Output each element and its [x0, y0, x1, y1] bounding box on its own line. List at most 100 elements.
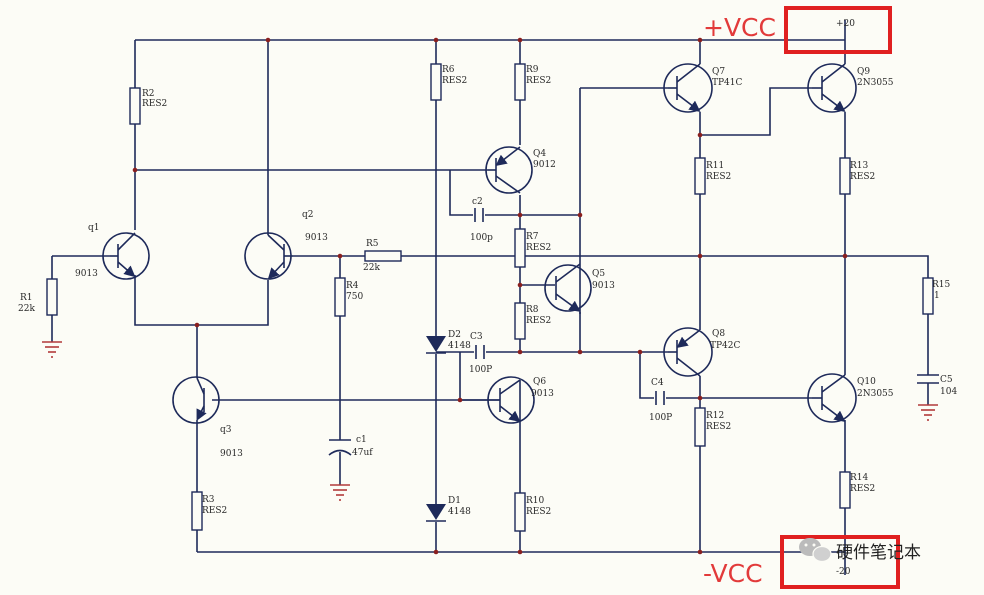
- q2-ref: q2: [302, 210, 314, 220]
- vcc-pos-label: +VCC: [703, 13, 776, 42]
- d2-value: 4148: [448, 341, 471, 351]
- q4-value: 9012: [533, 160, 556, 170]
- capacitor-c1: [328, 439, 352, 456]
- r5-ref: R5: [366, 239, 379, 249]
- q3-value: 9013: [220, 449, 243, 459]
- diode-d2: [426, 336, 446, 354]
- c3-ref: C3: [470, 332, 483, 342]
- wechat-icon: [799, 538, 832, 563]
- r3-value: RES2: [202, 506, 227, 516]
- r2-ref: R2: [142, 89, 155, 99]
- r13-ref: R13: [850, 161, 869, 171]
- resistor-r8: [514, 302, 526, 340]
- transistor-q7: [663, 63, 713, 113]
- resistor-r5: [364, 250, 402, 262]
- rail-neg-value: -20: [836, 567, 851, 577]
- resistor-r6: [430, 63, 442, 101]
- r7-value: RES2: [526, 243, 551, 253]
- r12-ref: R12: [706, 411, 724, 421]
- resistor-r12: [694, 407, 706, 447]
- r10-ref: R10: [526, 496, 545, 506]
- r3-ref: R3: [202, 495, 215, 505]
- c1-value: 47uf: [352, 448, 373, 458]
- q8-ref: Q8: [712, 329, 725, 339]
- transistor-q4: [485, 146, 533, 194]
- capacitor-c4: [655, 391, 665, 405]
- transistor-q10: [807, 373, 857, 423]
- resistor-r13: [839, 157, 851, 195]
- resistor-r7: [514, 228, 526, 268]
- q8-value: TP42C: [710, 341, 741, 351]
- q7-value: TP41C: [712, 78, 743, 88]
- component-labels: R1 22k R2 RES2 R3 RES2 R4 750 R5 22k R6 …: [18, 65, 957, 517]
- r8-ref: R8: [526, 305, 539, 315]
- vcc-pos-highlight-box: [784, 6, 892, 54]
- r6-value: RES2: [442, 76, 467, 86]
- r4-ref: R4: [346, 281, 359, 291]
- diode-d1: [426, 504, 446, 522]
- vcc-neg-label: -VCC: [703, 559, 763, 588]
- wires: [51, 20, 929, 575]
- capacitor-c3: [475, 345, 485, 359]
- resistor-r2: [129, 87, 141, 125]
- ground-c5: [918, 404, 938, 421]
- resistor-r15: [922, 277, 934, 315]
- transistor-q5: [544, 263, 592, 312]
- d1-value: 4148: [448, 507, 471, 517]
- q4-ref: Q4: [533, 149, 546, 159]
- r9-value: RES2: [526, 76, 551, 86]
- r1-ref: R1: [20, 293, 33, 303]
- q1-ref: q1: [88, 223, 100, 233]
- transistor-q9: [807, 63, 857, 113]
- capacitor-c2: [474, 208, 484, 222]
- r4-value: 750: [346, 292, 363, 302]
- transistor-q3: [172, 376, 220, 424]
- transistor-q6: [487, 376, 535, 424]
- q10-ref: Q10: [857, 377, 876, 387]
- resistor-r3: [191, 491, 203, 531]
- r9-ref: R9: [526, 65, 539, 75]
- rail-pos-value: +20: [836, 19, 855, 29]
- c5-value: 104: [940, 387, 957, 397]
- r8-value: RES2: [526, 316, 551, 326]
- d1-ref: D1: [448, 496, 461, 506]
- r11-ref: R11: [706, 161, 724, 171]
- r1-value: 22k: [18, 304, 35, 314]
- q6-value: 9013: [531, 389, 554, 399]
- d2-ref: D2: [448, 330, 461, 340]
- r10-value: RES2: [526, 507, 551, 517]
- power-rails: +20 -20 +VCC -VCC: [703, 6, 900, 589]
- r15-value: 1: [934, 291, 940, 301]
- resistor-r4: [334, 277, 346, 317]
- c4-ref: C4: [651, 378, 664, 388]
- resistor-r9: [514, 63, 526, 101]
- watermark-text: 硬件笔记本: [836, 543, 921, 563]
- r5-value: 22k: [363, 263, 380, 273]
- resistor-r10: [514, 492, 526, 532]
- q5-ref: Q5: [592, 269, 605, 279]
- r13-value: RES2: [850, 172, 875, 182]
- c5-ref: C5: [940, 375, 953, 385]
- capacitor-c5: [917, 374, 939, 405]
- q6-ref: Q6: [533, 377, 546, 387]
- r14-value: RES2: [850, 484, 875, 494]
- r11-value: RES2: [706, 172, 731, 182]
- c3-value: 100P: [469, 365, 492, 375]
- transistor-q1: [102, 232, 150, 280]
- transistor-q2: [244, 232, 293, 280]
- ground-r1: [42, 341, 62, 358]
- r12-value: RES2: [706, 422, 731, 432]
- q10-value: 2N3055: [857, 389, 894, 399]
- transistor-q8: [663, 327, 713, 377]
- q9-value: 2N3055: [857, 78, 894, 88]
- watermark: 硬件笔记本: [799, 538, 921, 563]
- r2-value: RES2: [142, 99, 167, 109]
- c2-value: 100p: [470, 233, 493, 243]
- c2-ref: c2: [472, 197, 483, 207]
- resistor-r11: [694, 157, 706, 195]
- q3-ref: q3: [220, 425, 232, 435]
- junctions: [132, 37, 848, 555]
- r7-ref: R7: [526, 232, 539, 242]
- c4-value: 100P: [649, 413, 672, 423]
- resistor-r14: [839, 471, 851, 509]
